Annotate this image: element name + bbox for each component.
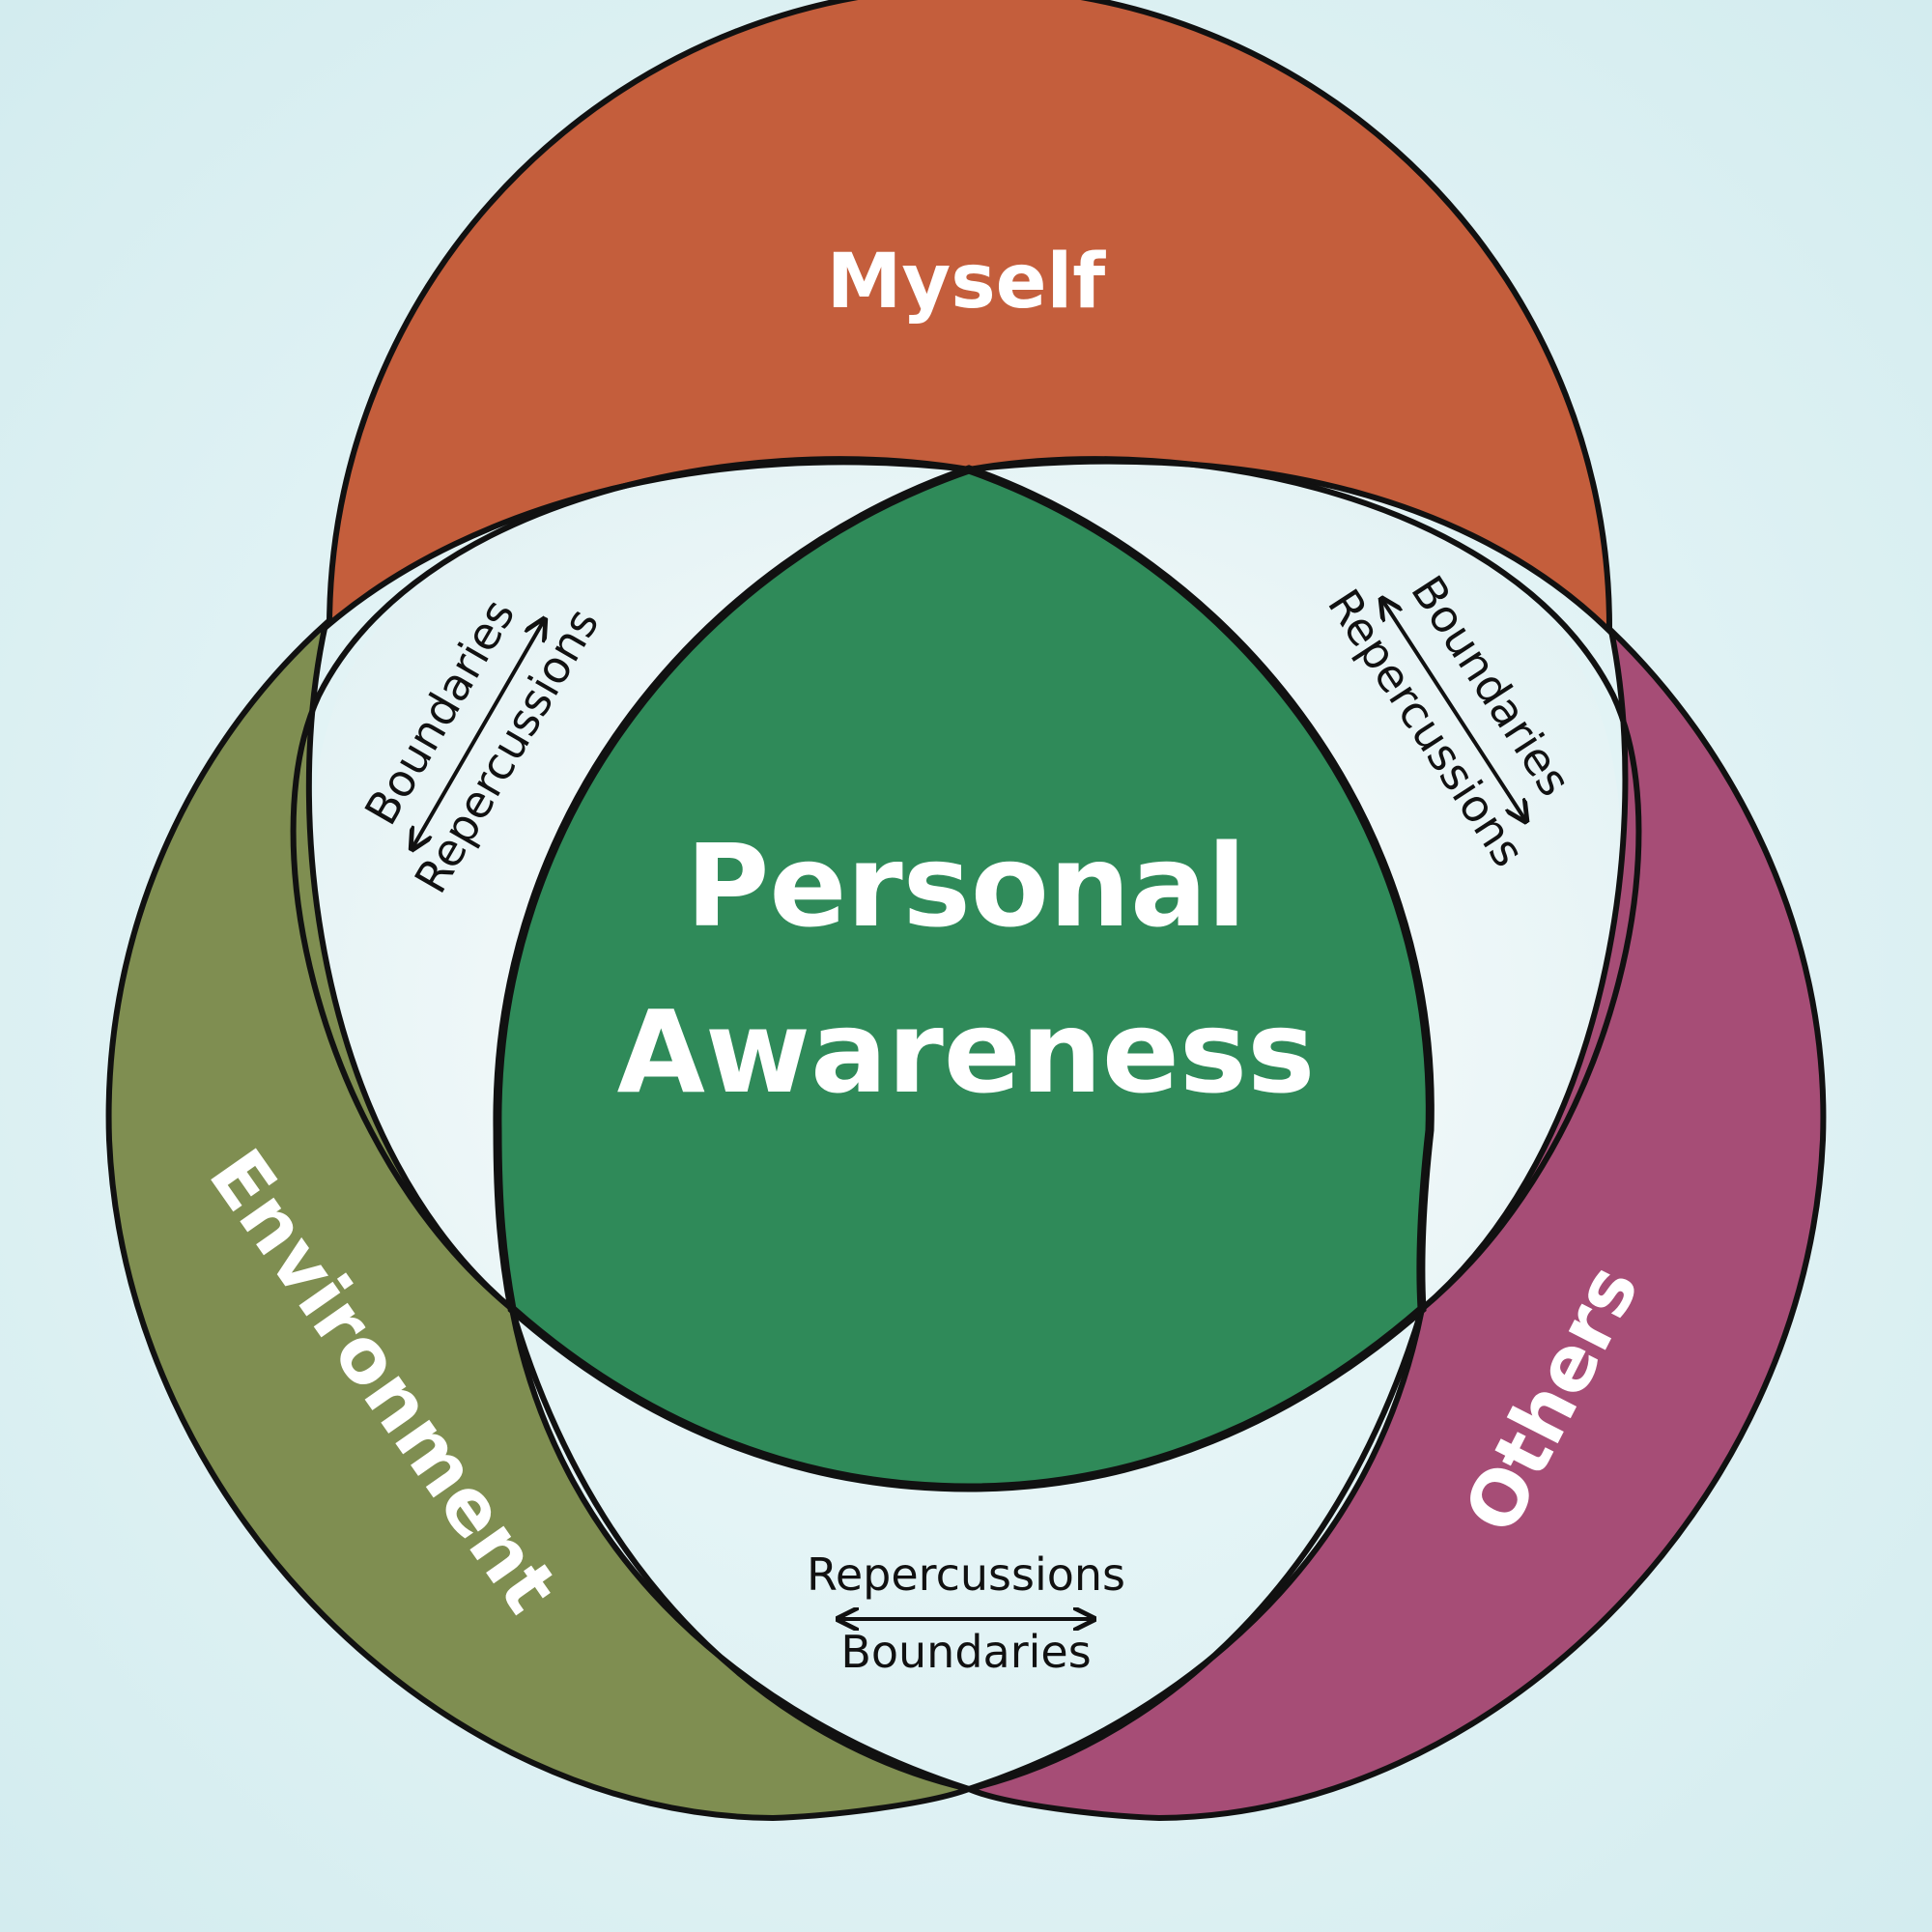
inner-boundary-right — [968, 456, 1642, 1792]
double-arrow — [413, 621, 544, 847]
myself-label: Myself — [827, 239, 1107, 326]
overlap-bottom-top-label: Repercussions — [807, 1548, 1125, 1601]
overlap-bottom-bottom-label: Boundaries — [840, 1626, 1091, 1678]
double-arrow — [1382, 601, 1524, 819]
environment-region — [105, 615, 979, 1822]
environment-others-overlap-annotation: Repercussions Boundaries — [807, 1548, 1125, 1678]
center-label-line-2: Awareness — [617, 985, 1316, 1119]
personal-awareness-region — [493, 465, 1435, 1492]
inner-boundary-left — [290, 456, 970, 1792]
others-region — [960, 622, 1827, 1822]
center-label-line-1: Personal — [686, 819, 1246, 952]
